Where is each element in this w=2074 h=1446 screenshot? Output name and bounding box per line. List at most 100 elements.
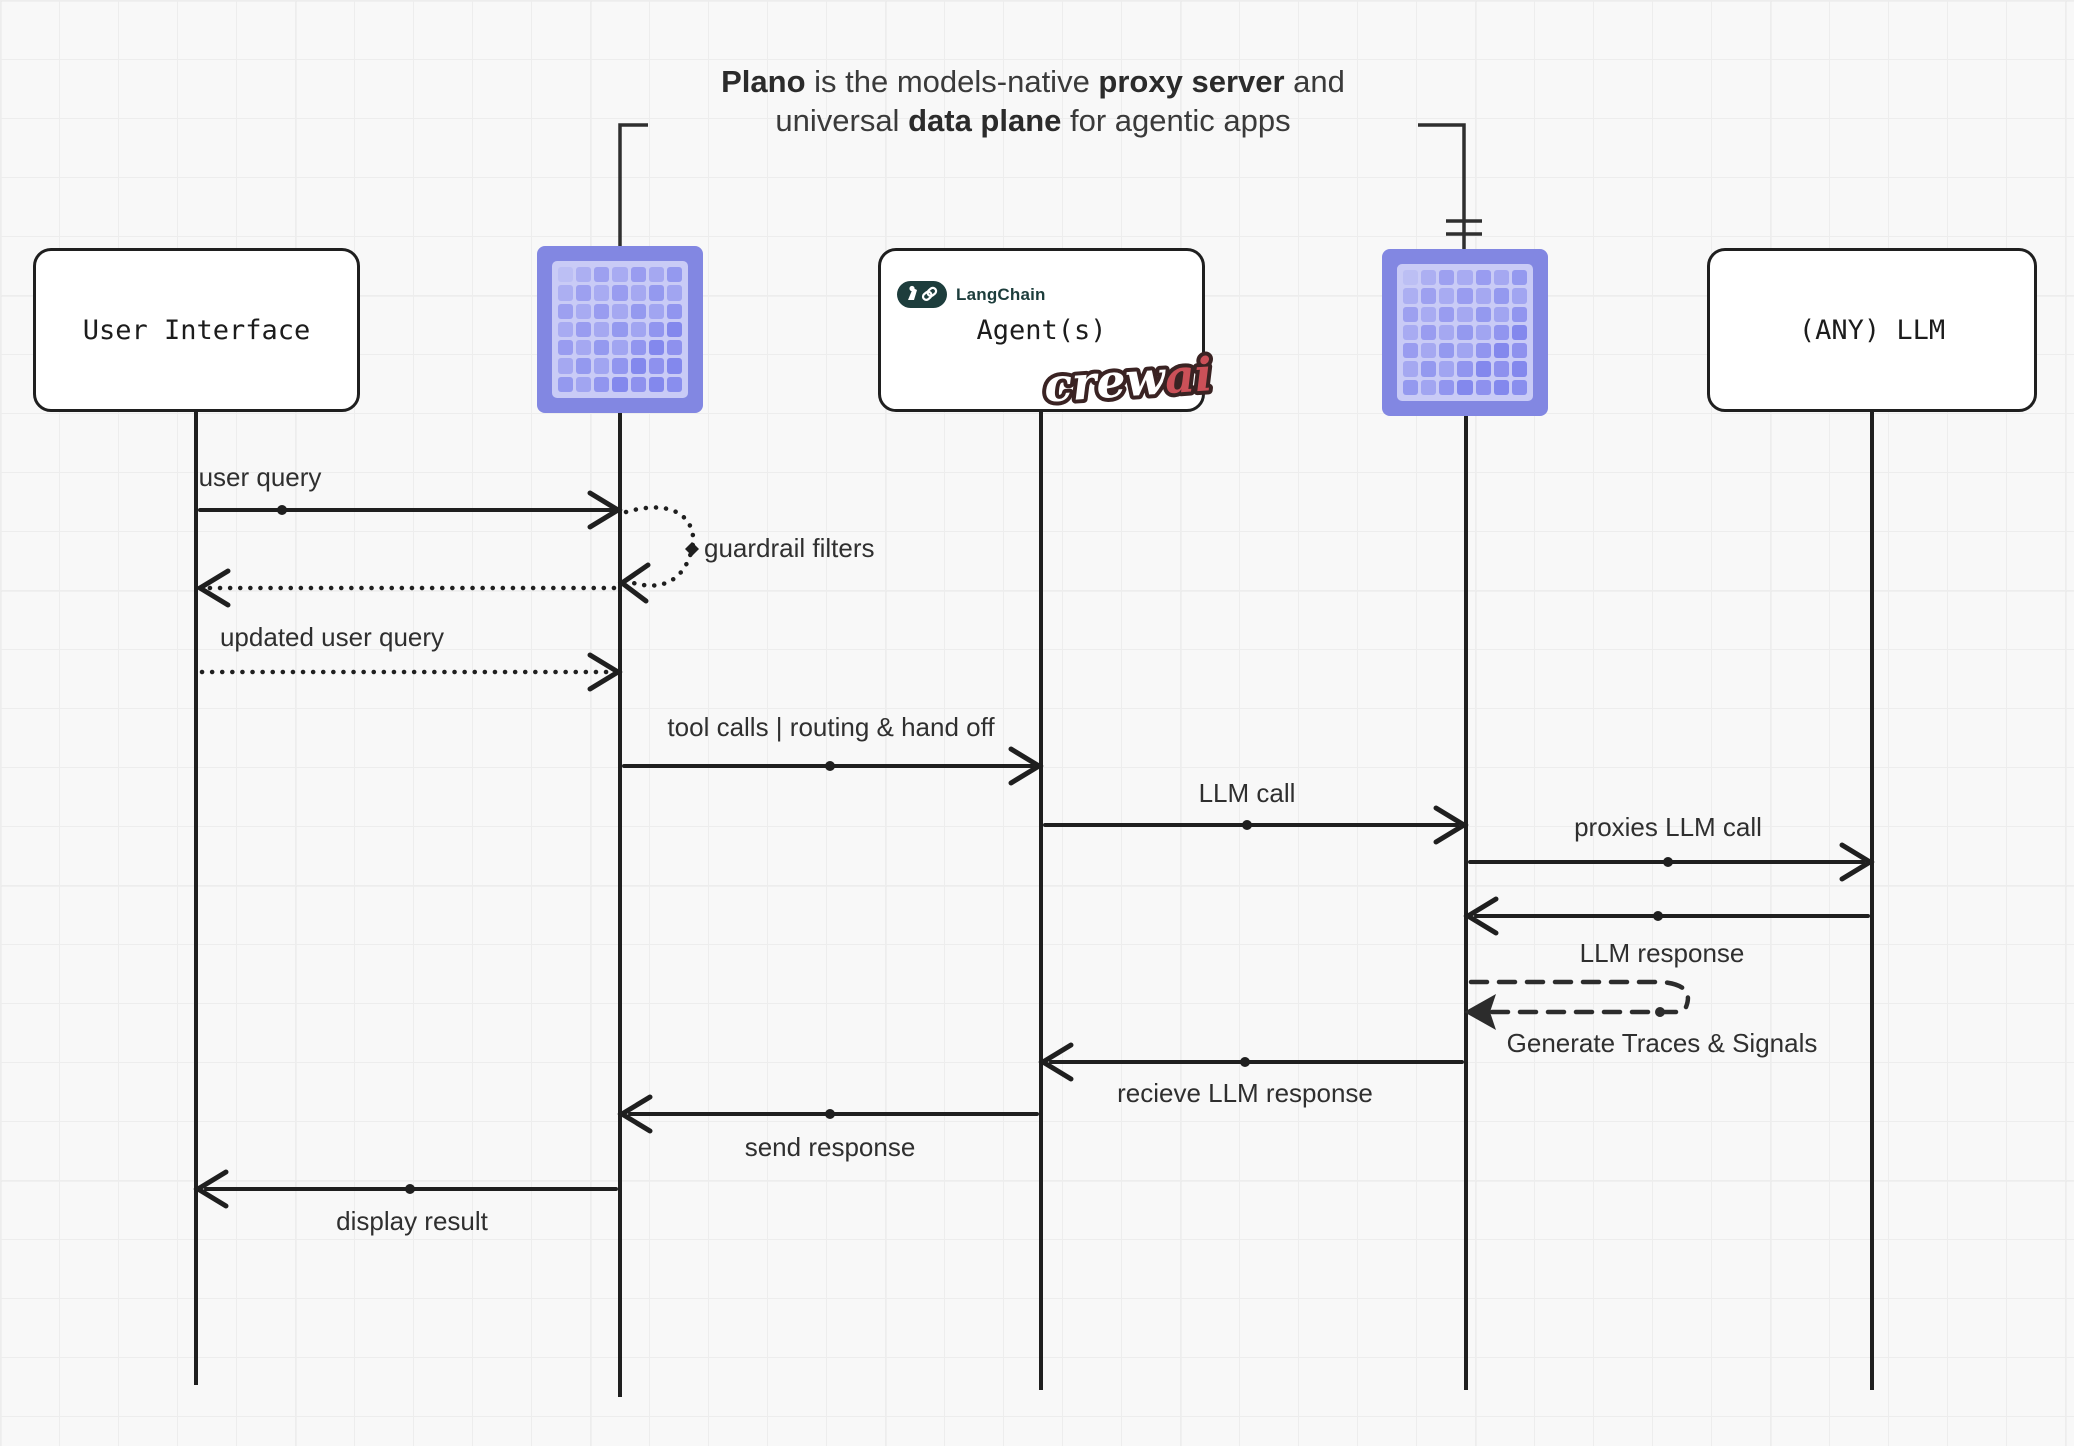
arrow-llm-response bbox=[1463, 896, 1870, 936]
plano-grid-cell bbox=[1493, 288, 1509, 304]
plano-pixel-grid bbox=[552, 261, 688, 398]
plano-grid-cell bbox=[1475, 324, 1491, 341]
plano-grid-cell bbox=[666, 376, 682, 392]
plano-grid-cell bbox=[1457, 288, 1473, 304]
plano-grid-cell bbox=[666, 267, 682, 283]
plano-grid-cell bbox=[666, 358, 682, 374]
plano-grid-cell bbox=[1457, 324, 1473, 341]
plano-grid-cell bbox=[1511, 379, 1527, 395]
plano-grid-cell bbox=[648, 321, 664, 338]
title-bracket-right bbox=[1418, 123, 1482, 249]
plano-grid-cell bbox=[594, 303, 610, 319]
plano-grid-cell bbox=[1403, 306, 1419, 322]
message-label-llm-response: LLM response bbox=[1579, 938, 1745, 968]
message-label-recieve-llm-response: recieve LLM response bbox=[1117, 1078, 1373, 1108]
langchain-badge: LangChain bbox=[897, 281, 1046, 308]
plano-grid-cell bbox=[1493, 343, 1509, 359]
plano-grid-cell bbox=[1457, 343, 1473, 359]
plano-grid-cell bbox=[594, 340, 610, 356]
plano-grid-cell bbox=[576, 285, 592, 301]
message-label-generate-traces: Generate Traces & Signals bbox=[1506, 1028, 1818, 1058]
plano-grid-cell bbox=[1439, 324, 1455, 341]
plano-grid-cell bbox=[648, 358, 664, 374]
plano-grid-cell bbox=[630, 303, 646, 319]
arrow-updated-user-query bbox=[199, 652, 623, 692]
plano-grid-cell bbox=[1493, 379, 1509, 395]
plano-grid-cell bbox=[1421, 324, 1437, 341]
plano-grid-cell bbox=[666, 321, 682, 338]
plano-grid-cell bbox=[612, 321, 628, 338]
plano-grid-cell bbox=[1457, 306, 1473, 322]
plano-grid-cell bbox=[1475, 343, 1491, 359]
plano-grid-cell bbox=[558, 340, 574, 356]
plano-grid-cell bbox=[576, 267, 592, 283]
diagram-title-line1: Plano is the models-native proxy server … bbox=[721, 64, 1345, 99]
message-label-tool-calls: tool calls | routing & hand off bbox=[667, 712, 995, 742]
plano-grid-cell bbox=[576, 340, 592, 356]
plano-grid-cell bbox=[1511, 306, 1527, 322]
plano-grid-cell bbox=[1421, 379, 1437, 395]
actor-agents-label: Agent(s) bbox=[976, 314, 1107, 346]
plano-grid-cell bbox=[1421, 270, 1437, 286]
plano-grid-cell bbox=[1403, 361, 1419, 377]
plano-grid-cell bbox=[558, 267, 574, 283]
actor-any-llm: (ANY) LLM bbox=[1707, 248, 2037, 412]
langchain-label: LangChain bbox=[956, 284, 1046, 304]
plano-grid-cell bbox=[648, 267, 664, 283]
plano-grid-cell bbox=[630, 340, 646, 356]
plano-grid-cell bbox=[1457, 270, 1473, 286]
arrow-recieve-llm-response bbox=[1038, 1042, 1464, 1082]
actor-agents: LangChain Agent(s) crewai bbox=[878, 248, 1218, 417]
plano-grid-cell bbox=[630, 358, 646, 374]
message-label-updated-user-query: updated user query bbox=[219, 622, 445, 652]
plano-grid-cell bbox=[1403, 379, 1419, 395]
plano-grid-cell bbox=[1439, 306, 1455, 322]
plano-grid-cell bbox=[1403, 343, 1419, 359]
plano-grid-cell bbox=[1421, 343, 1437, 359]
plano-logo-icon-right bbox=[1382, 249, 1548, 416]
plano-grid-cell bbox=[594, 376, 610, 392]
plano-grid-cell bbox=[612, 358, 628, 374]
plano-grid-cell bbox=[558, 285, 574, 301]
plano-grid-cell bbox=[1493, 361, 1509, 377]
plano-grid-cell bbox=[1457, 361, 1473, 377]
actor-any-llm-label: (ANY) LLM bbox=[1798, 314, 1946, 346]
plano-grid-cell bbox=[1439, 288, 1455, 304]
plano-grid-cell bbox=[1511, 361, 1527, 377]
plano-grid-cell bbox=[576, 303, 592, 319]
message-label-llm-call: LLM call bbox=[1198, 778, 1296, 808]
plano-grid-cell bbox=[1439, 379, 1455, 395]
plano-grid-cell bbox=[1421, 361, 1437, 377]
plano-grid-cell bbox=[612, 376, 628, 392]
diagram-title-line2: universal data plane for agentic apps bbox=[775, 103, 1291, 138]
plano-grid-cell bbox=[630, 321, 646, 338]
plano-grid-cell bbox=[630, 285, 646, 301]
plano-grid-cell bbox=[594, 267, 610, 283]
plano-grid-cell bbox=[1421, 288, 1437, 304]
plano-grid-cell bbox=[1475, 270, 1491, 286]
plano-grid-cell bbox=[1511, 343, 1527, 359]
plano-grid-cell bbox=[576, 376, 592, 392]
plano-grid-cell bbox=[1421, 306, 1437, 322]
plano-grid-cell bbox=[648, 285, 664, 301]
plano-logo-icon-left bbox=[537, 246, 703, 413]
plano-grid-cell bbox=[648, 376, 664, 392]
arrow-tool-calls bbox=[622, 746, 1044, 786]
diagram-title: Plano is the models-native proxy server … bbox=[721, 62, 1345, 140]
plano-grid-cell bbox=[648, 340, 664, 356]
plano-grid-cell bbox=[558, 376, 574, 392]
loop-diamond-dot bbox=[685, 542, 699, 556]
plano-grid-cell bbox=[666, 285, 682, 301]
plano-grid-cell bbox=[1493, 324, 1509, 341]
plano-grid-cell bbox=[1439, 270, 1455, 286]
message-label-guardrail-filters: guardrail filters bbox=[704, 533, 875, 563]
title-bracket-left bbox=[618, 123, 648, 246]
plano-grid-cell bbox=[630, 267, 646, 283]
plano-grid-cell bbox=[1403, 288, 1419, 304]
plano-grid-cell bbox=[648, 303, 664, 319]
arrow-proxies-llm-call bbox=[1468, 842, 1875, 882]
message-label-proxies-llm-call: proxies LLM call bbox=[1574, 812, 1762, 842]
message-label-user-query: user query bbox=[198, 462, 322, 492]
plano-grid-cell bbox=[630, 376, 646, 392]
actor-user-interface-label: User Interface bbox=[82, 314, 311, 346]
